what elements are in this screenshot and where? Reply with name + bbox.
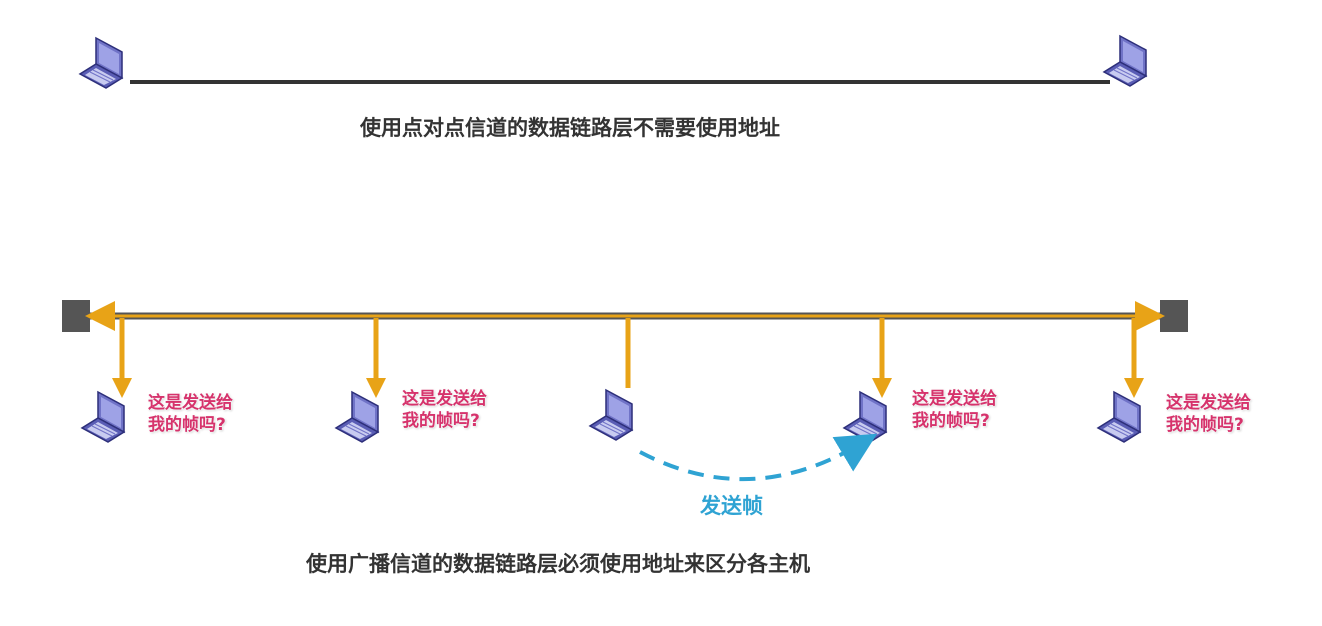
question-bubble: 这是发送给 我的帧吗?	[148, 392, 233, 436]
bus-terminator	[62, 300, 90, 332]
question-line-1: 这是发送给	[1166, 393, 1251, 413]
question-bubble: 这是发送给 我的帧吗?	[402, 388, 487, 432]
bus-terminator	[1160, 300, 1188, 332]
question-line-2: 我的帧吗?	[148, 415, 226, 435]
question-line-2: 我的帧吗?	[912, 411, 990, 431]
broadcast-caption: 使用广播信道的数据链路层必须使用地址来区分各主机	[306, 552, 810, 576]
send-frame-arrow	[639, 433, 878, 482]
laptop-icon	[843, 391, 887, 443]
question-line-1: 这是发送给	[402, 389, 487, 409]
question-line-1: 这是发送给	[148, 393, 233, 413]
laptop-icon	[79, 37, 123, 89]
laptop-icon	[589, 389, 633, 441]
question-line-2: 我的帧吗?	[1166, 415, 1244, 435]
send-frame-label: 发送帧	[700, 494, 763, 518]
laptop-icon	[1103, 35, 1147, 87]
question-bubble: 这是发送给 我的帧吗?	[1166, 392, 1251, 436]
laptop-icon	[335, 391, 379, 443]
laptop-icon	[1097, 391, 1141, 443]
p2p-caption: 使用点对点信道的数据链路层不需要使用地址	[360, 116, 780, 140]
question-bubble: 这是发送给 我的帧吗?	[912, 388, 997, 432]
question-line-1: 这是发送给	[912, 389, 997, 409]
question-line-2: 我的帧吗?	[402, 411, 480, 431]
laptop-icon	[81, 391, 125, 443]
